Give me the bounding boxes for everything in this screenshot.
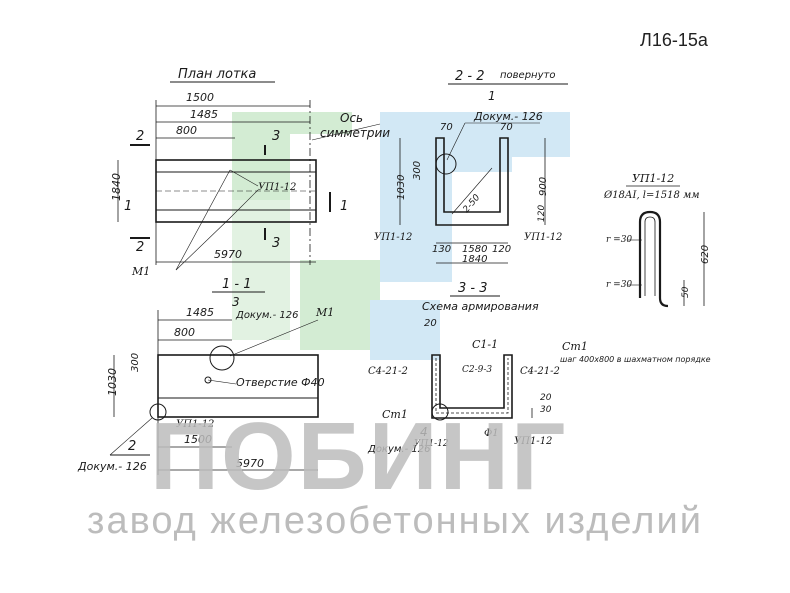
plan-title: План лотка: [178, 67, 256, 82]
s22-dim-900: 900: [538, 177, 549, 196]
s22-doc-ref: Докум.- 126: [473, 110, 543, 123]
plan-axis-label-1: Ось: [340, 111, 363, 125]
s22-dim-120b: 120: [492, 244, 511, 255]
detail-up1-12: УП1-12 Ø18АI, l=1518 мм r =30 r =30 620 …: [603, 172, 711, 308]
s22-up-left: УП1-12: [374, 232, 412, 243]
s33-subtitle: Схема армирования: [422, 300, 539, 313]
s33-d30: 30: [540, 405, 552, 415]
plan-dim-5970: 5970: [214, 248, 242, 261]
s33-c293: С2-9-3: [462, 365, 492, 375]
plan-cut-2-bottom: 2: [136, 240, 144, 255]
detail-h620: 620: [700, 245, 711, 264]
s22-dim-70b: 70: [500, 122, 513, 133]
s33-c4-left: С4-21-2: [368, 366, 408, 377]
s11-up-label: УП1-12: [176, 419, 214, 430]
watermark-blocks: [232, 112, 570, 360]
s11-dim-800: 800: [174, 326, 195, 339]
s33-ct1-top: Ст1: [562, 340, 588, 353]
s11-dim-1485: 1485: [186, 306, 214, 319]
s33-f1: Ф1: [484, 428, 499, 439]
sheet-code: Л16-15а: [640, 30, 708, 50]
s22-dim-1030: 1030: [396, 175, 407, 200]
s33-c4-right: С4-21-2: [520, 366, 560, 377]
s22-dim-120: 120: [537, 205, 547, 222]
plan-axis-label-2: симметрии: [320, 126, 390, 140]
plan-cut-1-left: 1: [124, 199, 132, 214]
s11-dim-1500: 1500: [184, 433, 212, 446]
s22-up-right: УП1-12: [524, 232, 562, 243]
plan-cut-2-top: 2: [136, 129, 144, 144]
s11-dim-300: 300: [130, 353, 141, 372]
s33-up-mid: УП1-12: [414, 439, 449, 449]
detail-r1: r =30: [606, 235, 632, 245]
s22-dim-130: 130: [432, 244, 451, 255]
s33-up-right: УП1-12: [514, 436, 552, 447]
plan-cut-3-bottom: 3: [272, 236, 280, 251]
s11-num2: 2: [128, 439, 136, 454]
s22-dim-1840: 1840: [462, 254, 487, 265]
watermark-tagline: завод железобетонных изделий: [87, 500, 703, 542]
plan-dim-800: 800: [176, 124, 197, 137]
plan-m1-label: М1: [131, 265, 150, 278]
s11-doc-ref: Докум.- 126: [235, 310, 299, 321]
section-2-2: 2 - 2 повернуто 1 Докум.- 126 70 70 2-50…: [374, 69, 568, 265]
s11-doc-ref2: Докум.- 126: [77, 460, 147, 473]
detail-h50: 50: [681, 286, 691, 298]
s33-c11: С1-1: [472, 338, 498, 351]
plan-up-label: УП1-12: [258, 182, 296, 193]
section-3-3: 3 - 3 Схема армирования 20 С1-1 Ст1 шаг …: [367, 281, 711, 455]
s33-num4: 4: [420, 425, 428, 439]
s11-dim-5970: 5970: [236, 457, 264, 470]
s22-dim-70a: 70: [440, 122, 453, 133]
plan-cut-1-right: 1: [340, 199, 348, 214]
detail-spec: Ø18АI, l=1518 мм: [603, 190, 700, 201]
detail-r2: r =30: [606, 280, 632, 290]
s11-dim-1030: 1030: [106, 368, 119, 396]
plan-view: План лотка 1500 1485 800 1840 2 2 1 1 3 …: [110, 67, 390, 278]
s11-num3: 3: [232, 295, 240, 309]
s33-title: 3 - 3: [458, 281, 488, 296]
s11-hole: Отверстие Ф40: [236, 376, 325, 389]
s22-callout: 1: [488, 89, 496, 103]
s33-d20: 20: [424, 318, 437, 329]
s33-d20b: 20: [540, 393, 552, 403]
s22-dim-300: 300: [412, 161, 423, 180]
s22-rotated: повернуто: [500, 70, 555, 81]
s33-doc-ref: Докум.- 126: [367, 444, 431, 455]
s11-m1-label: М1: [315, 306, 334, 319]
plan-dim-1840: 1840: [110, 173, 123, 201]
section-1-1: 1 - 1 3 1485 Докум.- 126 М1 800 Отверсти…: [77, 277, 334, 475]
s22-dim-1580: 1580: [462, 244, 487, 255]
s22-title: 2 - 2: [455, 69, 485, 84]
s11-title: 1 - 1: [222, 277, 252, 292]
s33-ct1-left: Ст1: [382, 408, 408, 421]
plan-dim-1485: 1485: [190, 108, 218, 121]
s33-note: шаг 400х800 в шахматном порядке: [560, 355, 711, 364]
detail-title: УП1-12: [632, 172, 674, 185]
plan-cut-3-top: 3: [272, 129, 280, 144]
watermark-brand: ПОБИНГ: [150, 403, 568, 510]
plan-dim-1500: 1500: [186, 91, 214, 104]
